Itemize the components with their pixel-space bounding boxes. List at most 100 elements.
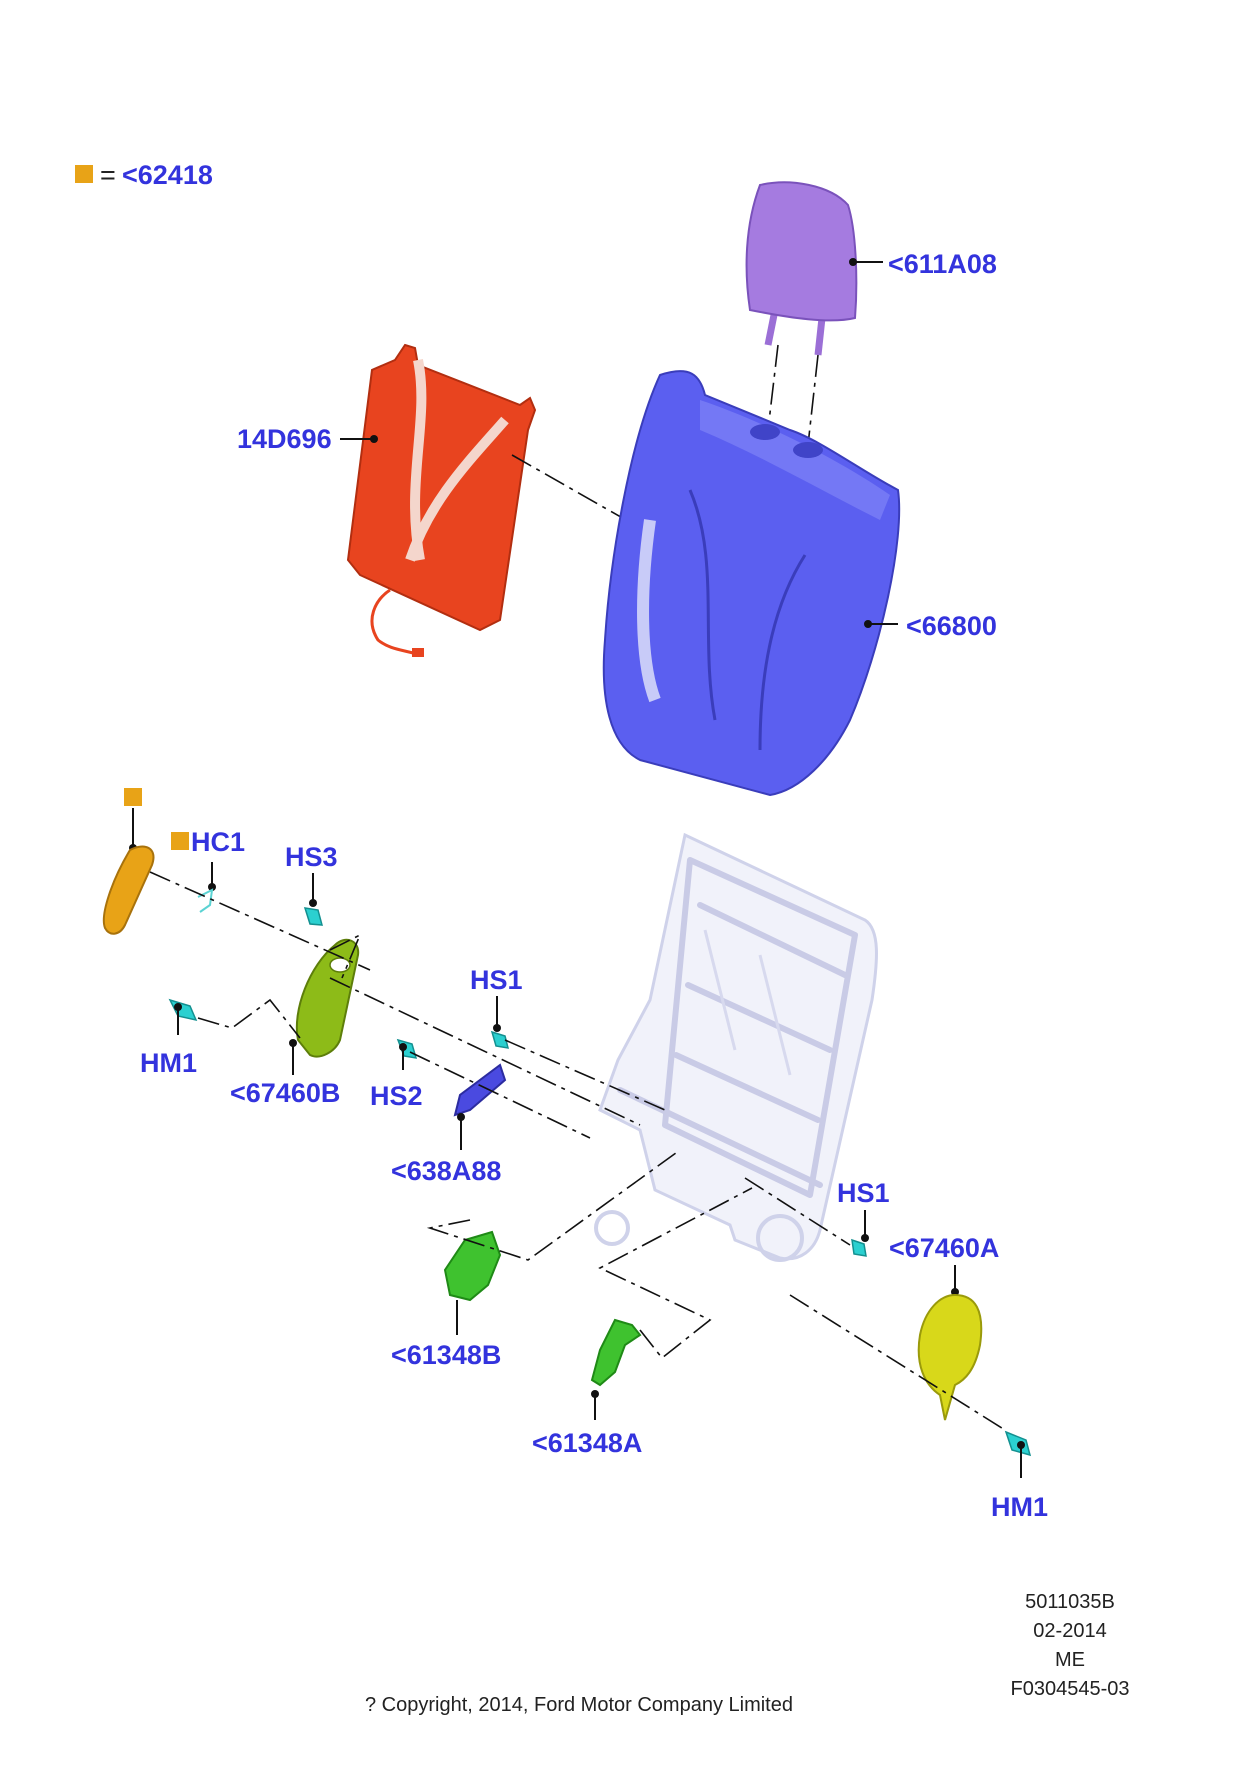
assembly-line-hs1-right xyxy=(744,1177,851,1246)
hs1-left-group: HS1 xyxy=(470,965,523,1049)
backrest-pad-callout: <66800 xyxy=(864,611,997,641)
meta-figure: F0304545-03 xyxy=(1011,1678,1130,1700)
callout-backrest-pad[interactable]: <66800 xyxy=(906,611,997,641)
seat-frame xyxy=(594,832,878,1262)
heater-mat-part[interactable] xyxy=(346,343,537,657)
meta-copyright: ? Copyright, 2014, Ford Motor Company Li… xyxy=(365,1694,793,1716)
assembly-line-hm1-left xyxy=(197,998,301,1039)
headrest-socket-right xyxy=(793,442,823,458)
headrest-post-left xyxy=(764,309,779,346)
seat-frame-pivot-bar xyxy=(617,1087,823,1188)
headrest-socket-left xyxy=(750,424,780,440)
headrest-post-right xyxy=(814,317,826,356)
handle-part[interactable] xyxy=(102,788,155,935)
cover-b-part[interactable] xyxy=(295,938,360,1058)
backrest-pad-groove-left xyxy=(688,489,717,721)
hs1-right-callout-dot xyxy=(861,1234,869,1242)
cover-b-hole xyxy=(329,957,351,973)
trim-b-part[interactable] xyxy=(443,1230,502,1302)
heater-mat-strip-right xyxy=(405,416,509,562)
legend: = <62418 xyxy=(75,160,213,190)
hs2-callout-dot xyxy=(399,1043,407,1051)
hm1-right-callout-dot xyxy=(1017,1441,1025,1449)
legend-swatch-icon xyxy=(75,165,93,183)
backrest-pad-top-face xyxy=(700,400,890,520)
hm1-right-group: HM1 xyxy=(991,1430,1048,1522)
bracket-638-part[interactable] xyxy=(453,1063,507,1117)
callout-heater-mat[interactable]: 14D696 xyxy=(237,424,332,454)
backrest-pad-part[interactable] xyxy=(602,370,901,797)
hs3-callout-dot xyxy=(309,899,317,907)
assembly-lines xyxy=(149,871,1006,1431)
hs3-group: HS3 xyxy=(285,842,338,926)
bracket-638-body xyxy=(453,1063,507,1117)
headrest-cushion xyxy=(745,181,858,322)
assembly-line-hs1-left xyxy=(504,1039,666,1111)
assembly-line-cover-b xyxy=(329,977,641,1126)
cover-a-callout: <67460A xyxy=(889,1233,999,1296)
legend-equals: = xyxy=(100,160,116,190)
hs1-right-screw-icon xyxy=(851,1238,867,1257)
callout-trim-a[interactable]: <61348A xyxy=(532,1428,642,1458)
bracket-638-callout: <638A88 xyxy=(391,1113,501,1186)
seat-frame-pivot-left xyxy=(756,1214,804,1262)
cover-b-callout-dot xyxy=(289,1039,297,1047)
callout-headrest[interactable]: <611A08 xyxy=(888,249,997,279)
trim-a-callout-dot xyxy=(591,1390,599,1398)
cover-b-body xyxy=(295,938,360,1058)
assembly-line-trim-a xyxy=(598,1187,753,1360)
cover-a-part[interactable] xyxy=(917,1293,983,1421)
callout-hs1-left[interactable]: HS1 xyxy=(470,965,523,995)
headrest-part[interactable] xyxy=(745,181,858,356)
legend-ref[interactable]: <62418 xyxy=(122,160,213,190)
callout-bracket-638[interactable]: <638A88 xyxy=(391,1156,501,1186)
seat-frame-inner xyxy=(662,857,858,1198)
heater-mat-callout: 14D696 xyxy=(237,424,378,454)
assembly-line-hs2 xyxy=(409,1051,591,1139)
hm1-left-callout-dot xyxy=(174,1003,182,1011)
callout-hc1[interactable]: HC1 xyxy=(191,827,245,857)
callout-hm1-right[interactable]: HM1 xyxy=(991,1492,1048,1522)
trim-a-callout: <61348A xyxy=(532,1390,642,1458)
seat-frame-rib-2 xyxy=(758,954,792,1076)
assembly-line-handle xyxy=(149,871,371,971)
heater-mat-callout-dot xyxy=(370,435,378,443)
heater-mat-wire xyxy=(370,588,421,657)
hc1-clip xyxy=(197,888,214,913)
hs3-screw-icon xyxy=(303,907,323,926)
seat-frame-crossbar-2 xyxy=(685,982,833,1053)
hm1-left-group: HM1 xyxy=(140,998,198,1078)
meta-code: 5011035B xyxy=(1025,1591,1115,1613)
trim-a-part[interactable] xyxy=(590,1318,642,1387)
callout-hs1-right[interactable]: HS1 xyxy=(837,1178,890,1208)
callout-trim-b[interactable]: <61348B xyxy=(391,1340,501,1370)
hm1-left-screw-icon xyxy=(168,998,198,1022)
hs2-group: HS2 xyxy=(370,1038,423,1111)
callout-hm1-left[interactable]: HM1 xyxy=(140,1048,197,1078)
bracket-638-callout-dot xyxy=(457,1113,465,1121)
backrest-pad-highlight xyxy=(637,519,661,703)
meta-region: ME xyxy=(1055,1649,1085,1671)
callout-cover-a[interactable]: <67460A xyxy=(889,1233,999,1263)
hc1-group: HC1 xyxy=(171,827,245,913)
handle-body xyxy=(102,845,155,935)
hc1-callout-dot xyxy=(208,883,216,891)
handle-marker-icon xyxy=(124,788,142,806)
heater-mat-pad xyxy=(346,343,537,632)
headrest-assembly-line-right xyxy=(807,354,819,446)
seat-frame-outline xyxy=(598,832,878,1261)
cover-a-callout-dot xyxy=(951,1288,959,1296)
headrest-callout: <611A08 xyxy=(849,249,997,279)
seat-frame-crossbar-3 xyxy=(673,1052,821,1123)
cover-a-body xyxy=(917,1293,983,1421)
hs1-left-callout-dot xyxy=(493,1024,501,1032)
heater-mat-connector xyxy=(412,648,424,657)
callout-hs2[interactable]: HS2 xyxy=(370,1081,423,1111)
backrest-pad-groove-right xyxy=(758,554,807,751)
callout-hs3[interactable]: HS3 xyxy=(285,842,338,872)
seat-frame-pivot-right xyxy=(594,1210,630,1246)
hs1-right-group: HS1 xyxy=(837,1178,890,1257)
callout-cover-b[interactable]: <67460B xyxy=(230,1078,340,1108)
